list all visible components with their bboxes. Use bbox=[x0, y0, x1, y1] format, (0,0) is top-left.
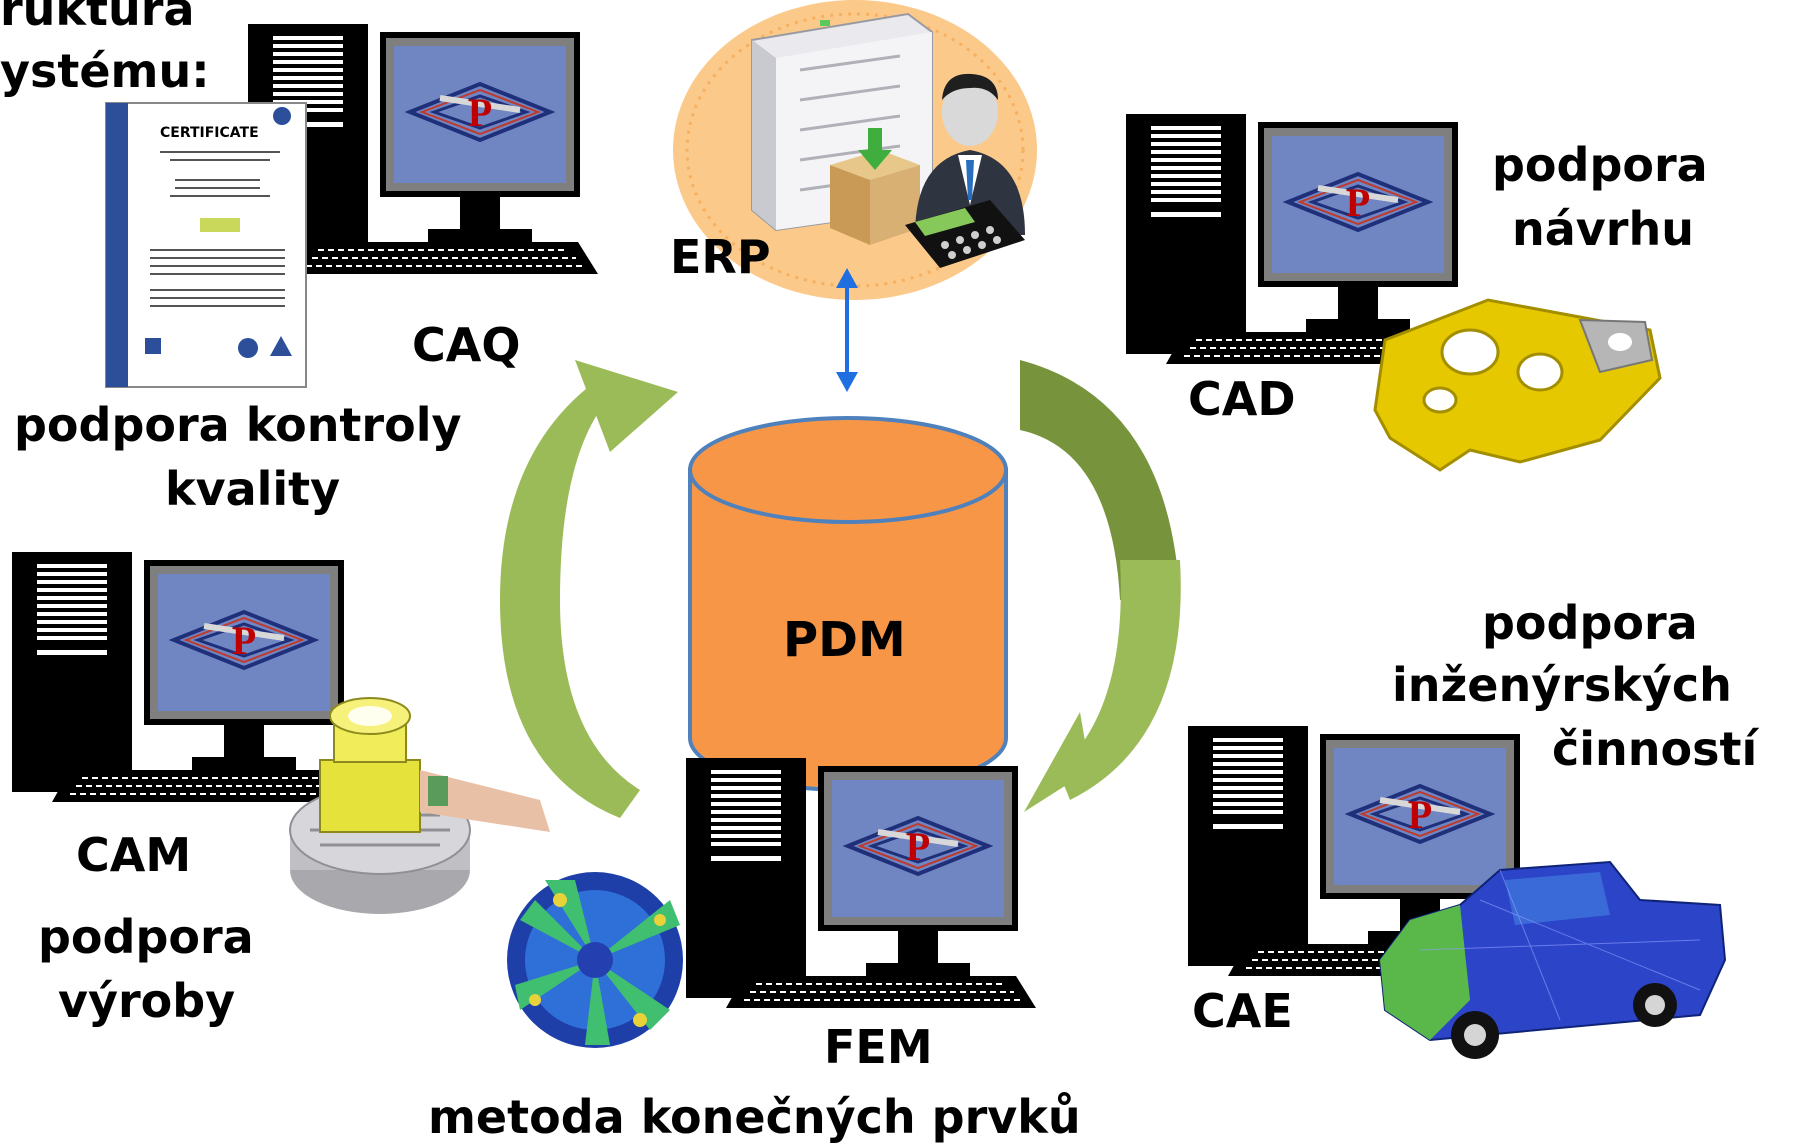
truck-mesh-icon bbox=[1378, 860, 1727, 1059]
title-line-1: ruktura bbox=[0, 0, 195, 36]
cad-desc-line-1: podpora bbox=[1492, 138, 1708, 192]
erp-label: ERP bbox=[670, 230, 771, 284]
turbine-fem-icon bbox=[507, 872, 683, 1048]
package-icon bbox=[830, 128, 920, 245]
cae-label: CAE bbox=[1192, 984, 1293, 1038]
cae-desc-line-3: činností bbox=[1552, 722, 1758, 776]
gear-part-icon bbox=[1373, 298, 1662, 472]
cycle-arrow-right-down bbox=[1024, 560, 1181, 812]
cae-desc-line-1: podpora bbox=[1482, 596, 1698, 650]
caq-desc-line-1: podpora kontroly bbox=[14, 398, 462, 452]
pdm-label: PDM bbox=[783, 612, 906, 668]
computer-icon-fem bbox=[686, 758, 1036, 1008]
caq-desc-line-2: kvality bbox=[165, 462, 341, 516]
certificate-icon bbox=[105, 102, 307, 388]
cad-label: CAD bbox=[1188, 372, 1296, 426]
user-icon bbox=[915, 73, 1025, 235]
computer-icon-cam bbox=[12, 552, 362, 802]
erp-pdm-connector bbox=[836, 268, 858, 392]
engine-part-icon bbox=[289, 697, 550, 914]
cae-desc-line-2: inženýrských bbox=[1392, 658, 1732, 712]
certificate-heading: CERTIFICATE bbox=[160, 125, 259, 141]
keypad-icon bbox=[905, 200, 1025, 268]
cam-desc-line-1: podpora bbox=[38, 910, 254, 964]
caq-label: CAQ bbox=[412, 318, 521, 372]
cycle-arrow-left-up bbox=[500, 360, 678, 818]
cycle-arrow-right-up bbox=[1020, 360, 1180, 600]
cam-desc-line-2: výroby bbox=[58, 974, 236, 1028]
pdm-cylinder bbox=[688, 416, 1008, 792]
cam-label: CAM bbox=[76, 828, 192, 882]
title-line-2: ystému: bbox=[0, 44, 210, 98]
fem-desc: metoda konečných prvků bbox=[428, 1090, 1081, 1144]
cad-desc-line-2: návrhu bbox=[1512, 202, 1694, 256]
fem-label: FEM bbox=[824, 1020, 933, 1074]
